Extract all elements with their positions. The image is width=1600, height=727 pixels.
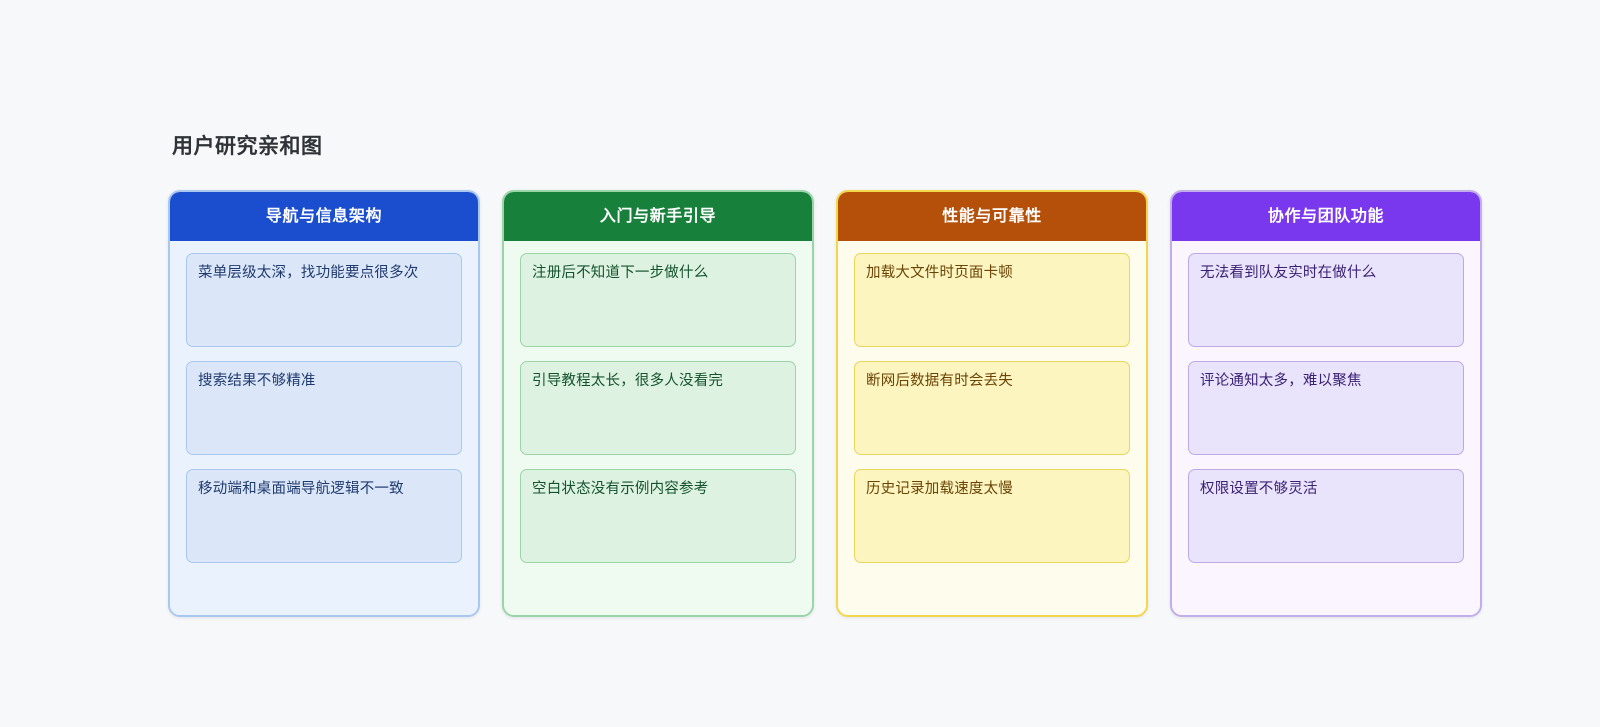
sticky-note[interactable]: 移动端和桌面端导航逻辑不一致 <box>186 469 462 563</box>
sticky-note[interactable]: 评论通知太多，难以聚焦 <box>1188 361 1464 455</box>
sticky-note[interactable]: 搜索结果不够精准 <box>186 361 462 455</box>
affinity-column-navigation-information-architecture[interactable]: 导航与信息架构 菜单层级太深，找功能要点很多次 搜索结果不够精准 移动端和桌面端… <box>168 190 480 617</box>
affinity-column-performance-reliability[interactable]: 性能与可靠性 加载大文件时页面卡顿 断网后数据有时会丢失 历史记录加载速度太慢 <box>836 190 1148 617</box>
column-body-performance-reliability: 加载大文件时页面卡顿 断网后数据有时会丢失 历史记录加载速度太慢 <box>838 241 1146 615</box>
column-header-performance-reliability: 性能与可靠性 <box>838 192 1146 241</box>
column-body-onboarding-new-user-guidance: 注册后不知道下一步做什么 引导教程太长，很多人没看完 空白状态没有示例内容参考 <box>504 241 812 615</box>
sticky-note[interactable]: 断网后数据有时会丢失 <box>854 361 1130 455</box>
column-body-collaboration-team-features: 无法看到队友实时在做什么 评论通知太多，难以聚焦 权限设置不够灵活 <box>1172 241 1480 615</box>
affinity-column-collaboration-team-features[interactable]: 协作与团队功能 无法看到队友实时在做什么 评论通知太多，难以聚焦 权限设置不够灵… <box>1170 190 1482 617</box>
sticky-note[interactable]: 加载大文件时页面卡顿 <box>854 253 1130 347</box>
sticky-note[interactable]: 空白状态没有示例内容参考 <box>520 469 796 563</box>
sticky-note[interactable]: 引导教程太长，很多人没看完 <box>520 361 796 455</box>
sticky-note[interactable]: 无法看到队友实时在做什么 <box>1188 253 1464 347</box>
column-header-navigation-information-architecture: 导航与信息架构 <box>170 192 478 241</box>
page-title: 用户研究亲和图 <box>172 135 323 158</box>
column-body-navigation-information-architecture: 菜单层级太深，找功能要点很多次 搜索结果不够精准 移动端和桌面端导航逻辑不一致 <box>170 241 478 615</box>
sticky-note[interactable]: 注册后不知道下一步做什么 <box>520 253 796 347</box>
affinity-columns-container: 导航与信息架构 菜单层级太深，找功能要点很多次 搜索结果不够精准 移动端和桌面端… <box>168 190 1600 617</box>
column-header-collaboration-team-features: 协作与团队功能 <box>1172 192 1480 241</box>
sticky-note[interactable]: 历史记录加载速度太慢 <box>854 469 1130 563</box>
column-header-onboarding-new-user-guidance: 入门与新手引导 <box>504 192 812 241</box>
sticky-note[interactable]: 权限设置不够灵活 <box>1188 469 1464 563</box>
affinity-column-onboarding-new-user-guidance[interactable]: 入门与新手引导 注册后不知道下一步做什么 引导教程太长，很多人没看完 空白状态没… <box>502 190 814 617</box>
sticky-note[interactable]: 菜单层级太深，找功能要点很多次 <box>186 253 462 347</box>
